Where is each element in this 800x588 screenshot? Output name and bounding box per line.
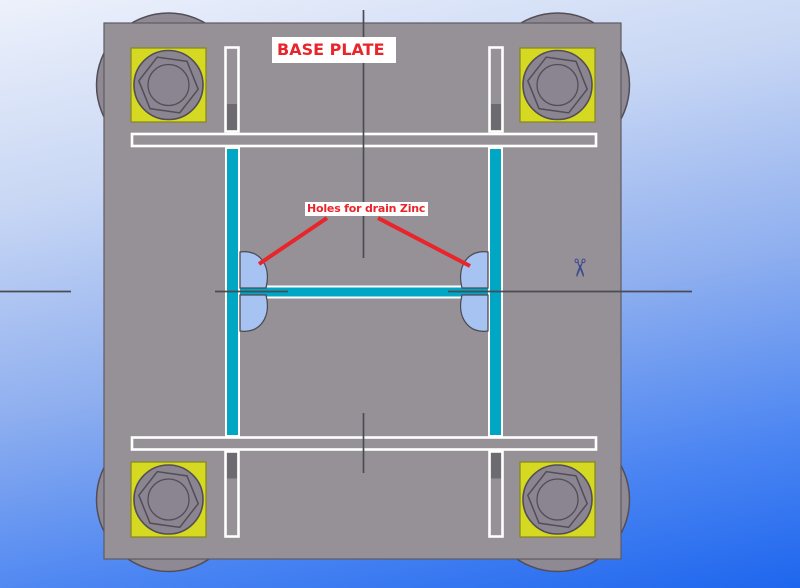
- slot-vertical-bottom-right: [488, 450, 504, 538]
- slot-fill-top-left: [227, 104, 237, 131]
- slot-vertical-top-left: [224, 46, 240, 133]
- scissors-icon: ✂: [565, 258, 594, 279]
- slot-fill-top-right: [491, 104, 501, 131]
- slot-fill-bottom-left: [227, 452, 237, 479]
- slot-vertical-bottom-left: [224, 450, 240, 538]
- slot-vertical-top-right: [488, 46, 504, 133]
- drain-hole-upper-right: [460, 251, 489, 289]
- hex-bolt-top-right: [522, 49, 593, 121]
- drain-holes-note-label: Holes for drain Zinc: [305, 202, 428, 216]
- slot-fill-bottom-right: [491, 452, 501, 479]
- base-plate-title-label: BASE PLATE: [272, 37, 396, 63]
- leader-line-left: [257, 216, 329, 266]
- leader-line-right: [377, 216, 471, 268]
- hex-bolt-bottom-left: [133, 464, 204, 535]
- hex-bolt-bottom-right: [522, 464, 593, 535]
- drain-hole-lower-left: [239, 294, 268, 332]
- hex-bolt-top-left: [133, 49, 204, 121]
- drain-hole-lower-right: [460, 294, 489, 332]
